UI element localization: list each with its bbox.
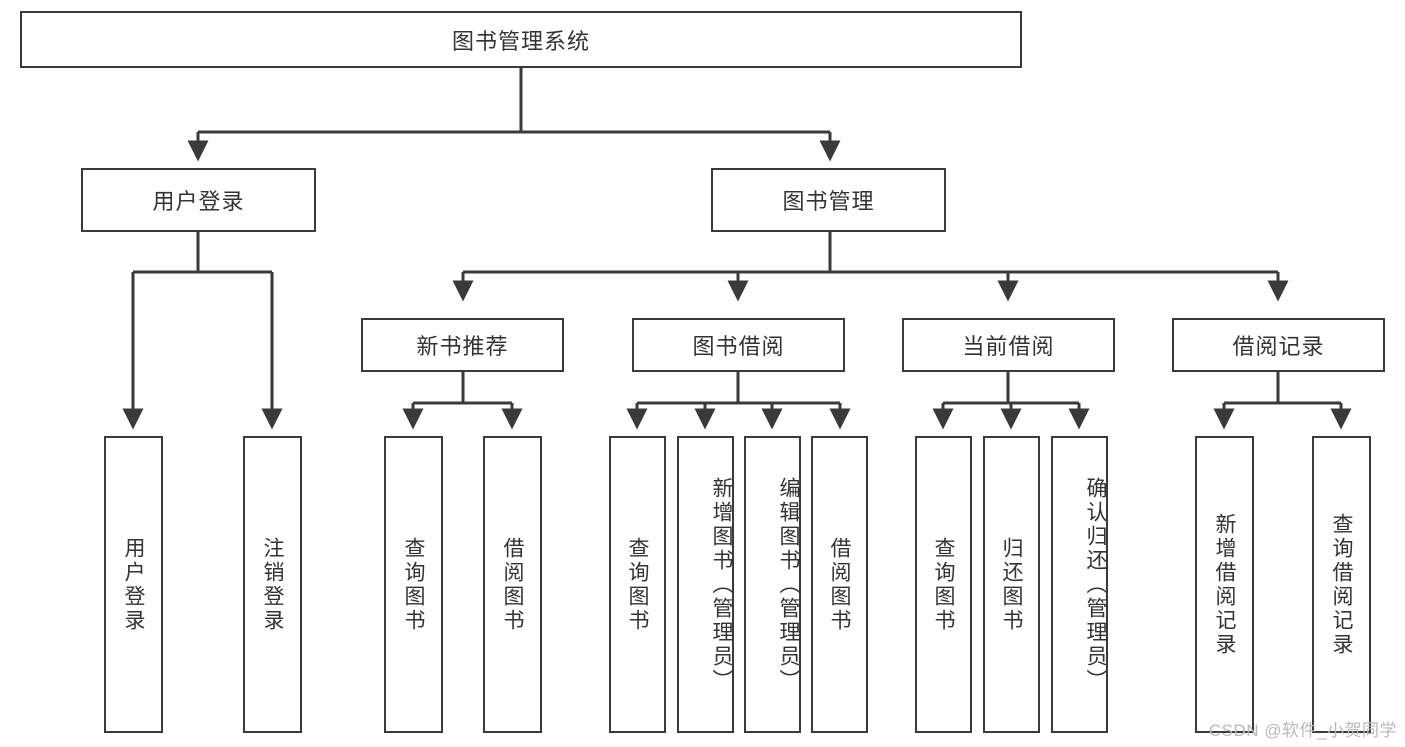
node-root[interactable]: 图书管理系统	[20, 11, 1022, 68]
node-leaf-query-record-label: 查询借阅记录	[1330, 512, 1353, 657]
node-current-borrow[interactable]: 当前借阅	[902, 318, 1115, 372]
node-leaf-user-login-label: 用户登录	[122, 536, 145, 633]
watermark: CSDN @软件_小贺同学	[1208, 721, 1397, 740]
node-borrow-record-label: 借阅记录	[1232, 334, 1325, 359]
node-new-book-recommend-label: 新书推荐	[416, 334, 509, 359]
node-leaf-query-book-2[interactable]: 查询图书	[609, 436, 666, 733]
node-leaf-edit-book[interactable]: 编辑图书（管理员）	[744, 436, 801, 733]
node-new-book-recommend[interactable]: 新书推荐	[361, 318, 564, 372]
node-book-borrow[interactable]: 图书借阅	[632, 318, 845, 372]
node-leaf-borrow-book-2[interactable]: 借阅图书	[811, 436, 868, 733]
node-leaf-confirm-return-label: 确认归还（管理员）	[1084, 476, 1107, 693]
node-leaf-query-book-2-label: 查询图书	[626, 536, 649, 633]
node-book-borrow-label: 图书借阅	[692, 334, 785, 359]
node-leaf-add-book[interactable]: 新增图书（管理员）	[677, 436, 734, 733]
node-leaf-add-book-label: 新增图书（管理员）	[710, 476, 733, 693]
node-current-borrow-label: 当前借阅	[962, 334, 1055, 359]
node-root-label: 图书管理系统	[451, 28, 590, 54]
node-leaf-borrow-book-1[interactable]: 借阅图书	[483, 436, 542, 733]
node-leaf-return-book[interactable]: 归还图书	[983, 436, 1040, 733]
node-leaf-logout-label: 注销登录	[261, 536, 284, 633]
node-borrow-record[interactable]: 借阅记录	[1172, 318, 1385, 372]
node-leaf-query-record[interactable]: 查询借阅记录	[1312, 436, 1371, 733]
node-leaf-add-record-label: 新增借阅记录	[1213, 512, 1236, 657]
node-leaf-borrow-book-2-label: 借阅图书	[828, 536, 851, 633]
node-leaf-add-record[interactable]: 新增借阅记录	[1195, 436, 1254, 733]
node-leaf-query-book-1[interactable]: 查询图书	[384, 436, 443, 733]
node-user-login[interactable]: 用户登录	[81, 168, 316, 232]
node-leaf-borrow-book-1-label: 借阅图书	[501, 536, 524, 633]
node-leaf-query-book-1-label: 查询图书	[402, 536, 425, 633]
node-leaf-logout[interactable]: 注销登录	[243, 436, 302, 733]
node-leaf-confirm-return[interactable]: 确认归还（管理员）	[1051, 436, 1108, 733]
node-book-management-label: 图书管理	[782, 189, 875, 214]
node-book-management[interactable]: 图书管理	[711, 168, 946, 232]
node-leaf-edit-book-label: 编辑图书（管理员）	[777, 476, 800, 693]
node-leaf-return-book-label: 归还图书	[1000, 536, 1023, 633]
node-leaf-user-login[interactable]: 用户登录	[104, 436, 163, 733]
node-user-login-label: 用户登录	[152, 189, 245, 214]
node-leaf-query-book-3-label: 查询图书	[932, 536, 955, 633]
node-leaf-query-book-3[interactable]: 查询图书	[915, 436, 972, 733]
